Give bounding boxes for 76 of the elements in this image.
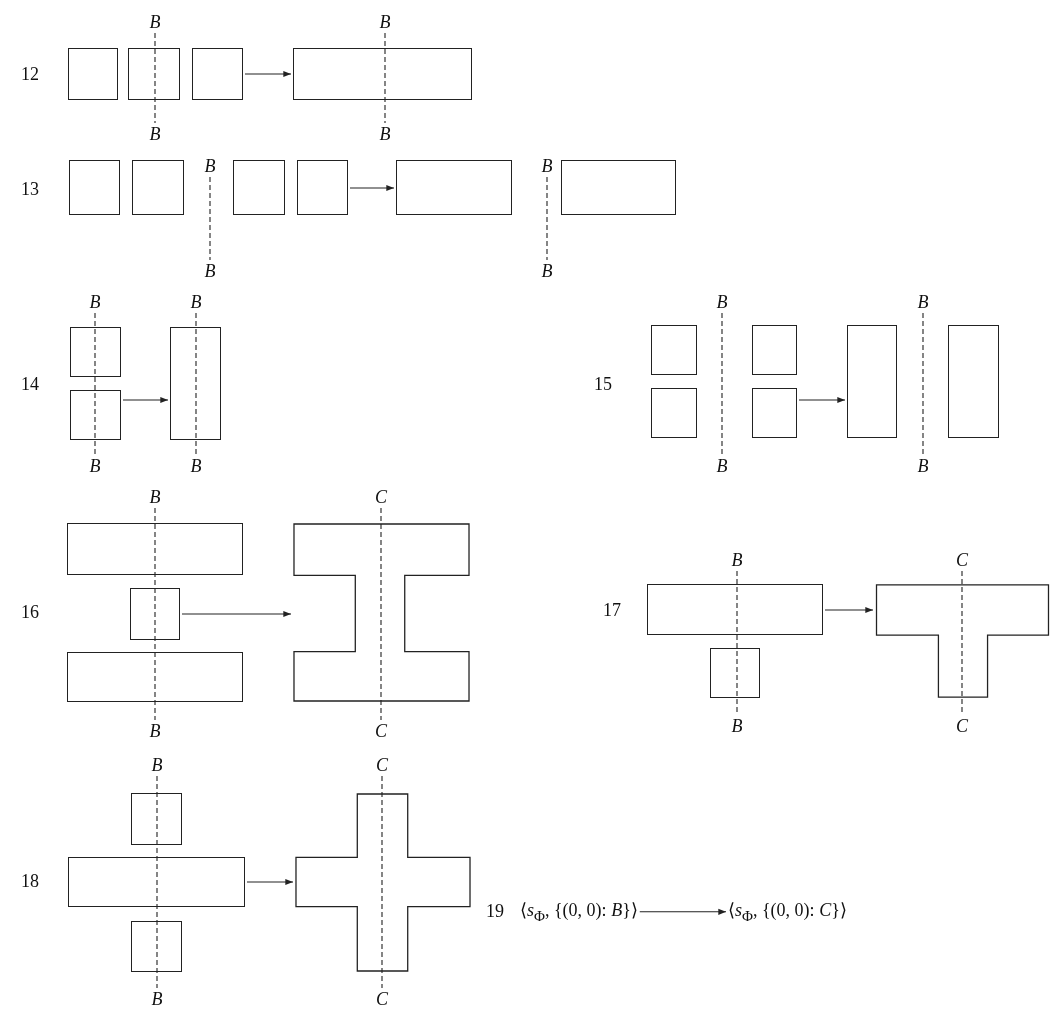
- rectangle-shape: [752, 325, 797, 375]
- rule-number: 17: [603, 601, 621, 619]
- rectangle-shape: [948, 325, 999, 438]
- rectangle-shape: [131, 793, 182, 845]
- rectangle-shape: [293, 48, 472, 100]
- rectangle-shape: [68, 857, 245, 907]
- axis-label: C: [376, 990, 388, 1008]
- axis-label: B: [204, 262, 216, 280]
- rectangle-shape: [396, 160, 512, 215]
- axis-label: B: [716, 457, 728, 475]
- axis-label: C: [376, 756, 388, 774]
- axis-label: B: [379, 125, 391, 143]
- axis-label: B: [541, 157, 553, 175]
- rectangle-shape: [752, 388, 797, 438]
- axis-label: B: [149, 722, 161, 740]
- rectangle-shape: [132, 160, 184, 215]
- rectangle-shape: [68, 48, 118, 100]
- rectangle-shape: [192, 48, 243, 100]
- rectangle-shape: [128, 48, 180, 100]
- rectangle-shape: [297, 160, 348, 215]
- arrow: [798, 396, 846, 404]
- axis-label: B: [917, 293, 929, 311]
- rule-number: 19: [486, 902, 504, 920]
- rectangle-shape: [710, 648, 760, 698]
- axis-label: B: [149, 13, 161, 31]
- axis-label: B: [89, 293, 101, 311]
- axis-label: C: [375, 722, 387, 740]
- axis-label: B: [379, 13, 391, 31]
- axis-label: B: [190, 293, 202, 311]
- axis-label: B: [204, 157, 216, 175]
- rule-number: 13: [21, 180, 39, 198]
- arrow: [244, 70, 292, 78]
- axis-label: B: [917, 457, 929, 475]
- arrow: [122, 396, 169, 404]
- rectangle-shape: [561, 160, 676, 215]
- arrow: [824, 606, 874, 614]
- rectangle-shape: [67, 523, 243, 575]
- axis-label: C: [956, 717, 968, 735]
- axis-label: B: [190, 457, 202, 475]
- rectangle-shape: [847, 325, 897, 438]
- axis-label: B: [151, 756, 163, 774]
- cross-shape: [295, 793, 471, 972]
- axis-label: B: [89, 457, 101, 475]
- axis-label: B: [716, 293, 728, 311]
- rectangle-shape: [651, 325, 697, 375]
- rule-number: 15: [594, 375, 612, 393]
- rectangle-shape: [70, 327, 121, 377]
- axis-label: B: [731, 551, 743, 569]
- rectangle-shape: [70, 390, 121, 440]
- axis-label: B: [731, 717, 743, 735]
- rule-number: 16: [21, 603, 39, 621]
- arrow: [349, 184, 395, 192]
- rectangle-shape: [131, 921, 182, 972]
- axis-label: C: [375, 488, 387, 506]
- formula-text: ⟨s$_{Φ}$, {(0, 0): B}⟩: [520, 899, 638, 925]
- axis-label: B: [541, 262, 553, 280]
- i-beam-shape: [293, 523, 470, 702]
- rectangle-shape: [67, 652, 243, 702]
- arrow: [246, 878, 294, 886]
- rectangle-shape: [651, 388, 697, 438]
- rectangle-shape: [130, 588, 180, 640]
- axis-label: B: [151, 990, 163, 1008]
- rectangle-shape: [170, 327, 221, 440]
- rule-number: 14: [21, 375, 39, 393]
- rule-number: 12: [21, 65, 39, 83]
- formula-text: ⟨s$_{Φ}$, {(0, 0): C}⟩: [728, 899, 847, 925]
- arrow: [639, 908, 727, 915]
- rectangle-shape: [233, 160, 285, 215]
- axis-label: B: [149, 488, 161, 506]
- rule-number: 18: [21, 872, 39, 890]
- arrow: [181, 610, 292, 618]
- rectangle-shape: [647, 584, 823, 635]
- axis-label: C: [956, 551, 968, 569]
- axis-label: B: [149, 125, 161, 143]
- t-shape: [875, 584, 1050, 698]
- rectangle-shape: [69, 160, 120, 215]
